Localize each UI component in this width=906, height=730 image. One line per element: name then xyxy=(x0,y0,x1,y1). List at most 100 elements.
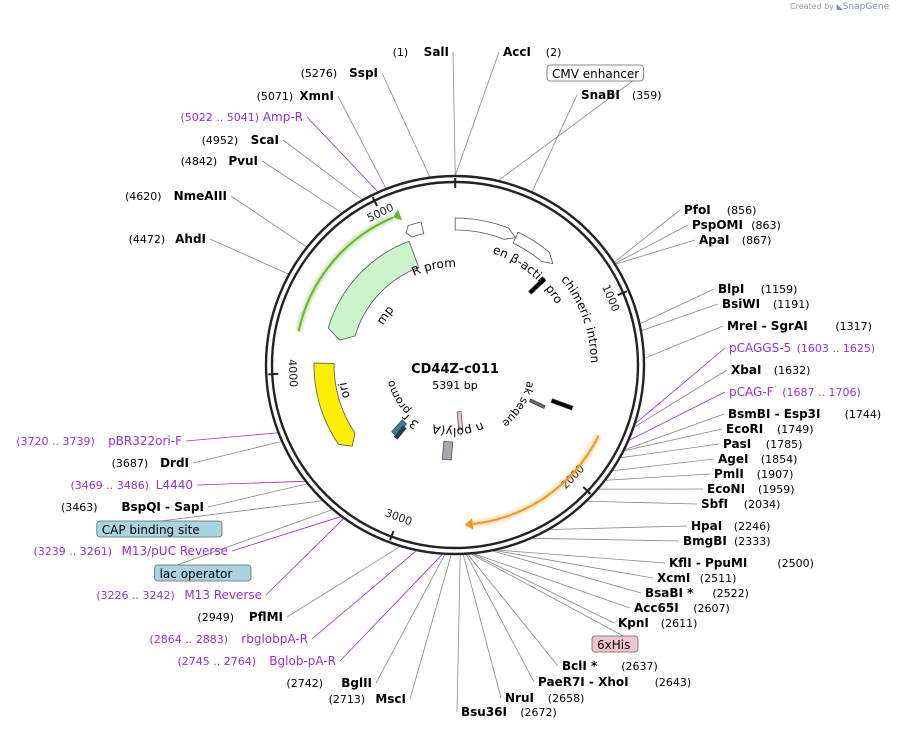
leader-line xyxy=(209,238,289,275)
site-label-sbfi: SbfI(2034) xyxy=(701,497,780,511)
feature-box-text: 6xHis xyxy=(597,638,630,652)
site-name: AccI xyxy=(503,45,531,59)
site-position: (2246) xyxy=(734,520,771,533)
ruler-label: 4000 xyxy=(286,359,300,388)
leader-line xyxy=(467,554,559,667)
leader-line xyxy=(286,546,400,618)
site-label-nmeaiii: NmeAIII(4620) xyxy=(125,189,227,203)
site-name: SalI xyxy=(424,45,449,59)
snapgene-logo-icon: ◣ xyxy=(836,2,843,11)
plasmid-length: 5391 bp xyxy=(432,379,477,392)
site-position: (1603 .. 1625) xyxy=(797,342,876,355)
feature-arrow-ampr xyxy=(327,240,420,341)
site-name: rbglobpA-R xyxy=(241,632,308,646)
leader-line xyxy=(635,347,726,424)
site-label-bglob-pa-r: Bglob-pA-R(2745 .. 2764) xyxy=(177,654,336,668)
leader-line xyxy=(620,443,720,459)
leader-line xyxy=(587,500,698,505)
site-name: EcoNI xyxy=(707,482,745,496)
site-label-blpi: BlpI(1159) xyxy=(718,282,797,296)
site-position: (359) xyxy=(632,89,662,102)
leader-line xyxy=(337,95,387,189)
leader-line xyxy=(192,441,282,464)
site-name: BsaBI * xyxy=(645,586,694,600)
site-position: (2522) xyxy=(712,587,749,600)
label-chicken-beta-actin-promoter: chicken β-actin promoter xyxy=(0,0,566,306)
site-name: KpnI xyxy=(618,616,649,630)
feature-mark-beta-globin-polya xyxy=(441,440,454,461)
site-label-pflmi: PflMI(2949) xyxy=(197,610,283,624)
site-label-cap-binding-site: CAP binding site xyxy=(96,520,223,538)
snapgene-watermark: Created by ◣SnapGene xyxy=(790,2,889,12)
site-position: (4620) xyxy=(125,190,162,203)
site-position: (867) xyxy=(742,234,772,247)
site-label-apai: ApaI(867) xyxy=(699,233,771,247)
site-name: BlpI xyxy=(718,282,744,296)
site-position: (4952) xyxy=(202,134,239,147)
leader-line xyxy=(624,413,725,451)
leader-line xyxy=(493,550,642,594)
site-label-pfoi: PfoI(856) xyxy=(684,203,756,217)
site-name: NruI xyxy=(505,691,534,705)
leader-line xyxy=(644,325,724,359)
leader-line xyxy=(629,391,726,441)
leader-line xyxy=(261,160,342,213)
site-label-bsu36i: Bsu36I (2672) xyxy=(461,705,557,719)
site-name: AhdI xyxy=(175,232,206,246)
site-position: (2511) xyxy=(700,572,737,585)
leader-line xyxy=(456,554,461,713)
site-labels: SalI(1)SspI(5276)XmnI(5071)Amp-R(5022 ..… xyxy=(16,45,881,719)
ruler-tick xyxy=(371,196,379,207)
site-position: (2672) xyxy=(520,706,557,719)
leader-line xyxy=(339,554,443,662)
leader-line xyxy=(634,369,728,428)
leader-line xyxy=(452,51,456,176)
site-position: (3226 .. 3242) xyxy=(96,589,175,602)
site-name: KflI - PpuMI xyxy=(669,556,747,570)
leader-line xyxy=(612,458,715,472)
site-label-snabi: SnaBI(359) xyxy=(581,88,662,102)
leader-line xyxy=(381,72,430,177)
site-label-xcmi: XcmI(2511) xyxy=(657,571,736,585)
site-position: (5071) xyxy=(257,90,294,103)
site-name: BmgBI xyxy=(683,534,727,548)
site-label-m13-puc-reverse: M13/pUC Reverse(3239 .. 3261) xyxy=(33,544,228,558)
feature-mark-6xhis xyxy=(456,411,464,431)
leader-line xyxy=(473,553,615,624)
site-label-ahdi: AhdI(4472) xyxy=(129,232,206,246)
site-label-m13-reverse: M13 Reverse(3226 .. 3242) xyxy=(96,588,262,602)
site-position: (2643) xyxy=(655,676,692,689)
site-name: DrdI xyxy=(160,456,189,470)
site-name: Bsu36I xyxy=(461,705,507,719)
feature-box-text: lac operator xyxy=(160,567,233,581)
orf-arrowhead xyxy=(465,518,474,530)
site-name: BsiWI xyxy=(722,297,760,311)
feature-mark-lac-operator xyxy=(393,425,407,440)
site-name: M13/pUC Reverse xyxy=(122,544,229,558)
feature-box-text: CAP binding site xyxy=(102,523,200,537)
site-name: HpaI xyxy=(691,519,722,533)
leader-line xyxy=(409,554,452,700)
site-name: AgeI xyxy=(718,452,748,466)
site-position: (5276) xyxy=(301,67,338,80)
watermark-prefix: Created by xyxy=(790,2,835,11)
feature-box xyxy=(546,64,644,82)
site-label-bcli-: BclI *(2637) xyxy=(562,659,658,673)
leader-line xyxy=(471,553,639,645)
site-position: (1749) xyxy=(777,423,814,436)
leader-line xyxy=(306,116,378,192)
site-name: EcoRI xyxy=(726,422,763,436)
leader-line xyxy=(474,553,631,609)
leader-line xyxy=(154,509,333,574)
site-position: (2607) xyxy=(693,602,730,615)
site-name: pCAG-F xyxy=(729,385,774,399)
site-name: L4440 xyxy=(156,478,193,492)
site-label-acci: AccI(2) xyxy=(503,45,561,59)
feature-box xyxy=(154,564,252,582)
site-name: BclI * xyxy=(562,659,598,673)
site-position: (2034) xyxy=(744,498,781,511)
leader-line xyxy=(550,525,688,530)
site-position: (1785) xyxy=(766,438,803,451)
leader-line xyxy=(495,550,654,579)
